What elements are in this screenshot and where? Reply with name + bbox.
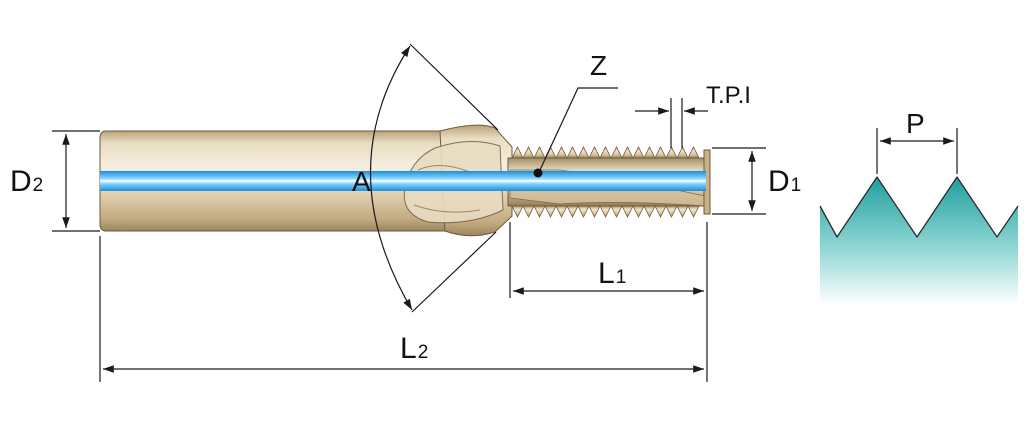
thread-teeth-bottom bbox=[511, 205, 700, 218]
thread-teeth-top bbox=[511, 146, 700, 159]
label-l1: L1 bbox=[598, 257, 626, 290]
label-z: Z bbox=[590, 50, 607, 81]
label-d2: D2 bbox=[10, 165, 43, 198]
label-a: A bbox=[352, 166, 371, 197]
thread-profile bbox=[819, 128, 1019, 305]
thread-profile-shape bbox=[820, 177, 1018, 305]
dimensions bbox=[52, 43, 766, 382]
label-l2: L2 bbox=[400, 332, 428, 365]
label-p: P bbox=[906, 108, 925, 139]
label-d1: D1 bbox=[768, 165, 801, 198]
z-leader bbox=[539, 87, 618, 171]
thread-teeth bbox=[511, 146, 700, 218]
angle-a-arc bbox=[369, 45, 413, 311]
label-tpi: T.P.I bbox=[706, 82, 751, 109]
z-point bbox=[533, 168, 543, 178]
